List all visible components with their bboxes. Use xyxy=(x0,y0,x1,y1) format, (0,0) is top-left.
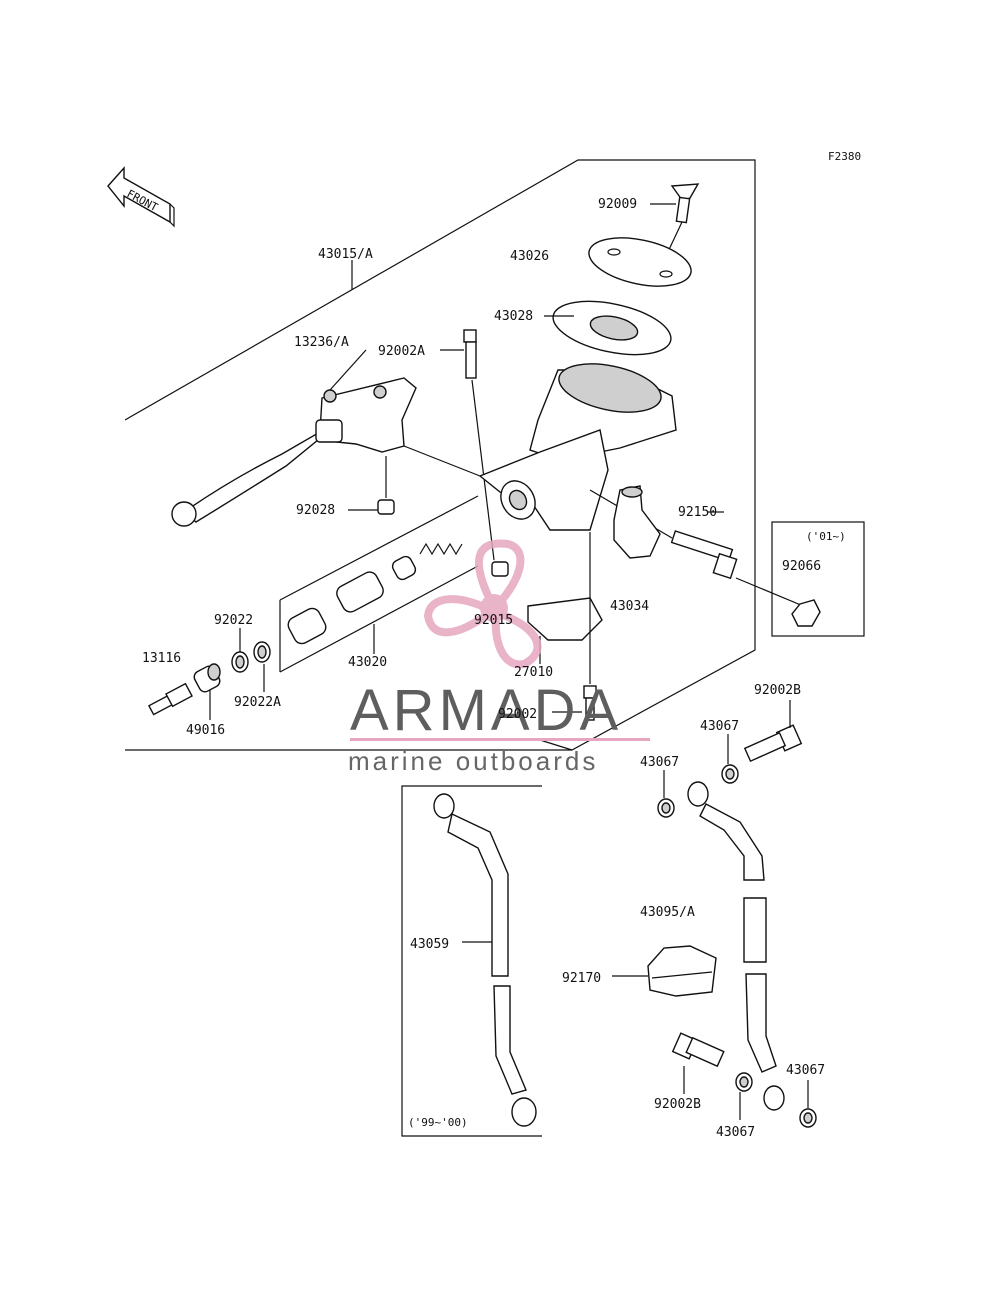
box-99-00 xyxy=(401,785,542,1137)
label-92009: 92009 xyxy=(598,197,637,212)
label-43095A: 43095/A xyxy=(640,905,695,920)
label-43067-c: 43067 xyxy=(716,1125,755,1140)
label-13116: 13116 xyxy=(142,651,181,666)
label-43026: 43026 xyxy=(510,249,549,264)
label-13236A: 13236/A xyxy=(294,335,349,350)
label-92002B-bottom: 92002B xyxy=(654,1097,701,1112)
label-43034: 43034 xyxy=(610,599,649,614)
screw-92009 xyxy=(670,183,700,224)
label-43028: 43028 xyxy=(494,309,533,324)
brake-lever-13236A xyxy=(171,377,417,527)
pushrod-13116 xyxy=(147,682,193,716)
front-arrow-icon: FRONT xyxy=(107,166,175,228)
banjo-bolt-92002B-bottom xyxy=(671,1032,725,1068)
pin-92028 xyxy=(377,499,395,515)
boot-49016 xyxy=(193,663,221,693)
label-92022A: 92022A xyxy=(234,695,281,710)
label-92002A: 92002A xyxy=(378,344,425,359)
box-01 xyxy=(771,521,865,637)
label-92022: 92022 xyxy=(214,613,253,628)
clamp-92170 xyxy=(647,945,717,997)
brake-hose-43059 xyxy=(433,793,537,1127)
clamp-43034 xyxy=(613,485,661,559)
watermark: ARMADA marine outboards xyxy=(348,539,650,776)
master-cylinder-body xyxy=(478,363,677,531)
label-49016: 49016 xyxy=(186,723,225,738)
label-01: ('01~) xyxy=(806,530,846,543)
propeller-logo-icon xyxy=(423,539,542,669)
label-43059: 43059 xyxy=(410,937,449,952)
label-92015: 92015 xyxy=(474,613,513,628)
label-43067-d: 43067 xyxy=(786,1063,825,1078)
label-92150: 92150 xyxy=(678,505,717,520)
screw-92002 xyxy=(583,685,597,721)
label-92028: 92028 xyxy=(296,503,335,518)
label-43020: 43020 xyxy=(348,655,387,670)
label-27010: 27010 xyxy=(514,665,553,680)
piston-kit-43020 xyxy=(279,495,479,673)
banjo-bolt-92002B-top xyxy=(743,724,803,763)
figure-code: F2380 xyxy=(828,150,861,163)
screw-92002A xyxy=(463,329,477,379)
reservoir-cap-43026 xyxy=(588,237,692,287)
label-43067-b: 43067 xyxy=(640,755,679,770)
label-99-00: ('99~'00) xyxy=(408,1116,468,1129)
label-92066: 92066 xyxy=(782,559,821,574)
label-43015A: 43015/A xyxy=(318,247,373,262)
diaphragm-43028 xyxy=(552,300,672,356)
watermark-title: ARMADA xyxy=(350,678,622,743)
nut-92015 xyxy=(491,561,509,577)
cap-92066 xyxy=(791,599,821,627)
switch-27010 xyxy=(527,597,603,641)
label-92170: 92170 xyxy=(562,971,601,986)
watermark-subtitle: marine outboards xyxy=(348,746,598,776)
assembly-frame xyxy=(124,159,756,751)
brake-hose-43095A xyxy=(687,781,785,1111)
label-92002B-top: 92002B xyxy=(754,683,801,698)
label-43067-a: 43067 xyxy=(700,719,739,734)
label-92002: 92002 xyxy=(498,707,537,722)
bolt-92150 xyxy=(670,530,738,580)
